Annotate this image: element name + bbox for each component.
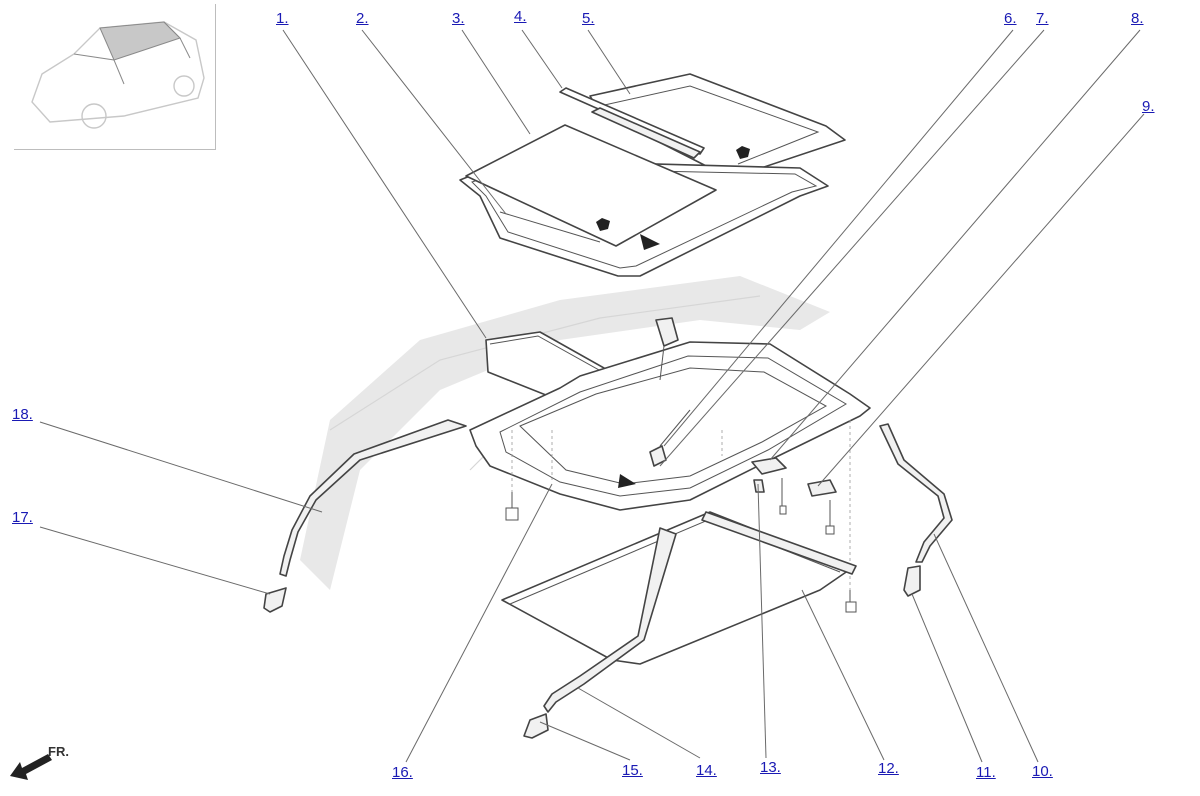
callout-13[interactable]: 13. bbox=[760, 759, 781, 776]
callout-16[interactable]: 16. bbox=[392, 764, 413, 781]
drain-clip bbox=[649, 409, 691, 467]
callout-11[interactable]: 11. bbox=[976, 764, 996, 781]
sunshade-panel bbox=[501, 511, 857, 665]
wind-deflector bbox=[559, 87, 705, 159]
callout-4[interactable]: 4. bbox=[514, 8, 527, 25]
front-drain-tube bbox=[543, 527, 677, 713]
callout-6[interactable]: 6. bbox=[1004, 10, 1017, 27]
right-drain-tube bbox=[879, 423, 953, 597]
leader-lines bbox=[39, 29, 1145, 763]
callout-15[interactable]: 15. bbox=[622, 762, 643, 779]
brackets bbox=[505, 420, 857, 613]
callout-17[interactable]: 17. bbox=[12, 509, 33, 526]
callout-7[interactable]: 7. bbox=[1036, 10, 1049, 27]
front-direction-label: FR. bbox=[48, 744, 69, 759]
vehicle-overview-thumbnail bbox=[14, 4, 216, 150]
front-drain-valve bbox=[523, 713, 549, 739]
callout-1[interactable]: 1. bbox=[276, 10, 289, 27]
sunroof-frame bbox=[469, 317, 871, 511]
callout-14[interactable]: 14. bbox=[696, 762, 717, 779]
callout-10[interactable]: 10. bbox=[1032, 763, 1053, 780]
vehicle-outline bbox=[31, 21, 205, 129]
callout-12[interactable]: 12. bbox=[878, 760, 899, 777]
front-glass-panel bbox=[465, 124, 717, 250]
callout-9[interactable]: 9. bbox=[1142, 98, 1155, 115]
callout-18[interactable]: 18. bbox=[12, 406, 33, 423]
callout-8[interactable]: 8. bbox=[1131, 10, 1144, 27]
callout-3[interactable]: 3. bbox=[452, 10, 465, 27]
callout-5[interactable]: 5. bbox=[582, 10, 595, 27]
callout-2[interactable]: 2. bbox=[356, 10, 369, 27]
front-direction-arrow bbox=[10, 754, 52, 780]
